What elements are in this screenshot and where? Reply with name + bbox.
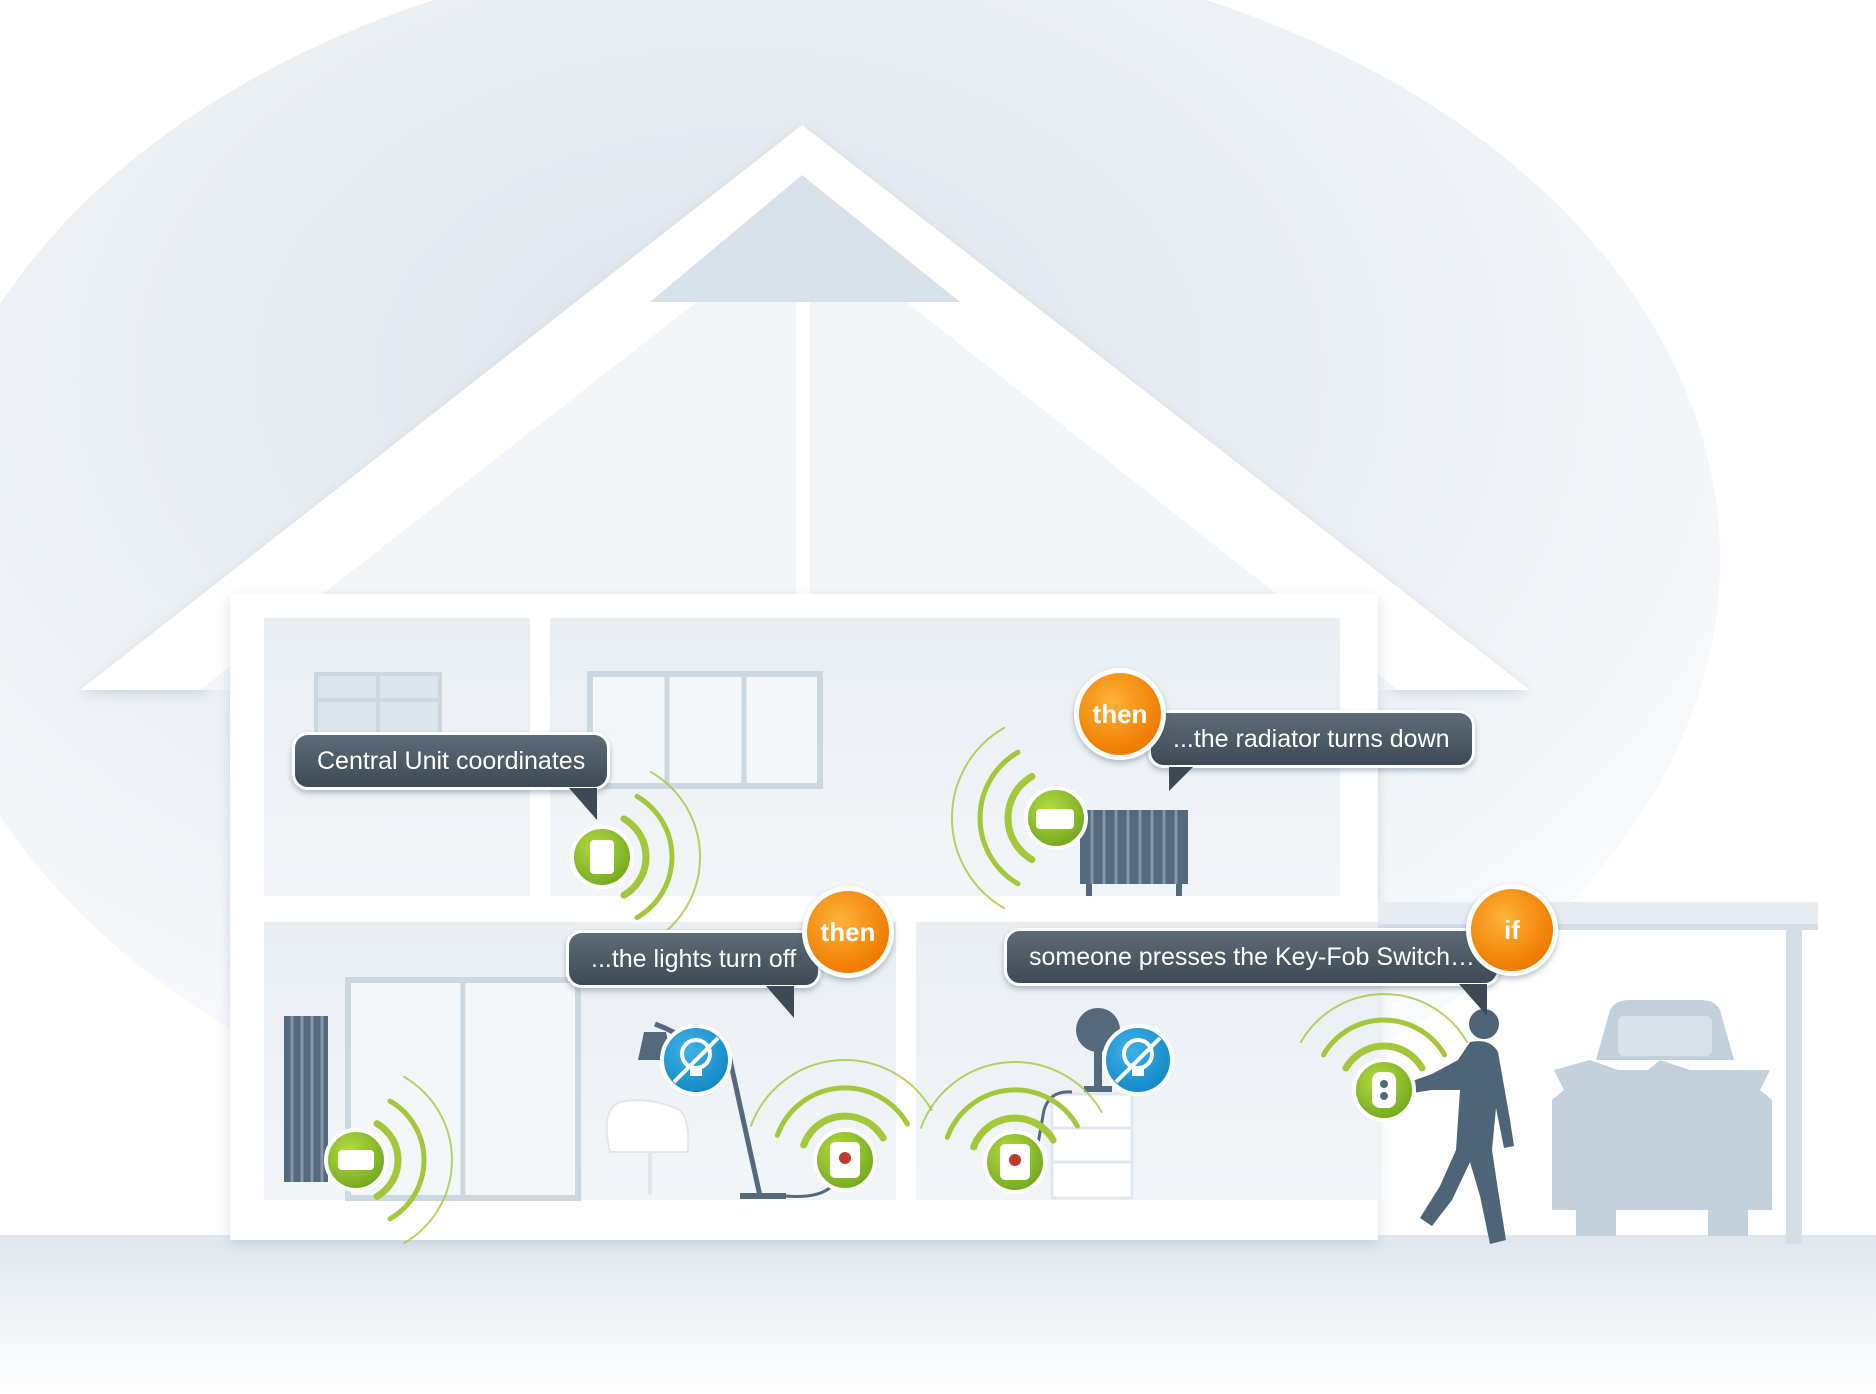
callout-radiator: ...the radiator turns down [1148, 710, 1475, 791]
wireless-signals [373, 726, 1469, 1245]
light-off-icon [660, 1024, 732, 1096]
wireless-signal-icon [1004, 772, 1036, 864]
badge-then-radiator: then [1074, 668, 1166, 760]
wall-thermostat-icon [324, 1128, 388, 1192]
wireless-signal-icon [944, 1087, 1080, 1140]
wireless-signal-icon [387, 1098, 427, 1222]
car-window [1618, 1016, 1712, 1056]
wireless-signal-icon [373, 1120, 402, 1200]
callout-lights-text: ...the lights turn off [591, 945, 797, 973]
roof [80, 125, 1530, 690]
badge-if-keyfob: if [1466, 884, 1558, 976]
ground [0, 1235, 1876, 1394]
wireless-signal-icon [920, 1060, 1103, 1129]
wireless-signal-icon [650, 771, 701, 943]
callout-central-unit: Central Unit coordinates [292, 732, 611, 820]
callout-tail [766, 986, 795, 1018]
attic-gable [650, 175, 960, 302]
radiator [1080, 810, 1188, 896]
key-fob-icon [1352, 1058, 1416, 1122]
central-unit-icon [570, 825, 634, 889]
plug-adapter-icon [813, 1128, 877, 1192]
radiator-thermostat-icon [1024, 786, 1088, 850]
attic-post [796, 302, 810, 594]
chair [605, 1099, 690, 1153]
table-lamp-cable [1032, 1090, 1073, 1167]
callout-keyfob: someone presses the Key-Fob Switch… [1004, 928, 1501, 1016]
wireless-signal-icon [950, 726, 1005, 910]
wireless-signal-icon [774, 1085, 910, 1138]
wireless-signal-icon [1299, 993, 1469, 1043]
plug-adapter-icon-2 [983, 1130, 1047, 1194]
wireless-signal-icon [634, 793, 675, 921]
wireless-signal-icon [1320, 1017, 1448, 1058]
wireless-signal-icon [403, 1075, 453, 1245]
wireless-signal-icon [750, 1058, 933, 1127]
tall-radiator [284, 1016, 328, 1182]
wireless-signal-icon [620, 815, 650, 899]
callout-radiator-text: ...the radiator turns down [1173, 725, 1450, 753]
person-silhouette [1404, 1009, 1514, 1244]
light-off-icon-2 [1102, 1024, 1174, 1096]
wireless-signal-icon [977, 749, 1021, 887]
callout-tail [1169, 767, 1193, 791]
wireless-signal-icon [800, 1112, 887, 1149]
callout-central-unit-text: Central Unit coordinates [317, 747, 586, 775]
window-upper-middle [587, 671, 823, 789]
wireless-signal-icon [1342, 1042, 1426, 1072]
callout-keyfob-text: someone presses the Key-Fob Switch… [1029, 943, 1476, 971]
callout-tail [1459, 984, 1488, 1016]
callout-lights: ...the lights turn off [566, 930, 822, 1018]
wireless-signal-icon [970, 1114, 1057, 1151]
badge-then-lights: then [802, 886, 894, 978]
callout-tail [569, 788, 598, 820]
